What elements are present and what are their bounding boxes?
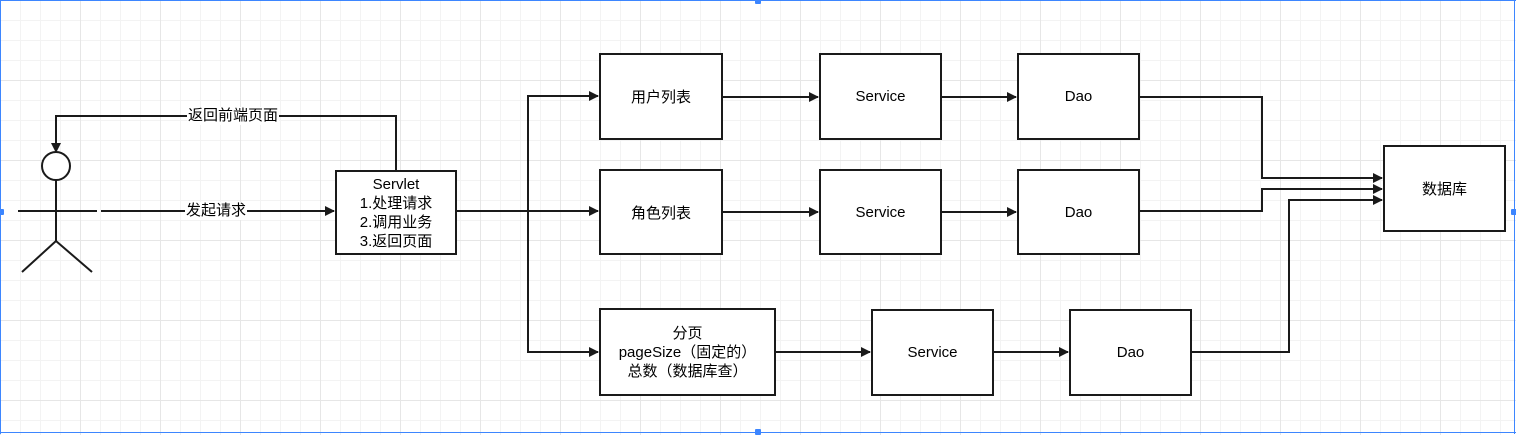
actor-figure[interactable] (18, 151, 97, 273)
selection-handle-bottom[interactable] (755, 429, 761, 435)
service-node-2[interactable]: Service (819, 169, 942, 255)
service-node-3[interactable]: Service (871, 309, 994, 396)
label-return-page: 返回前端页面 (187, 107, 280, 125)
role-list-node[interactable]: 角色列表 (599, 169, 723, 255)
actor-head (41, 151, 71, 181)
selection-frame-right (1514, 0, 1515, 434)
selection-handle-left[interactable] (0, 209, 4, 215)
edge-dao-3-to-database[interactable] (1191, 195, 1383, 353)
selection-handle-top[interactable] (755, 0, 761, 4)
servlet-step-1: 1.处理请求 (359, 194, 433, 212)
edge-servlet-to-paging[interactable] (456, 210, 599, 357)
user-list-node[interactable]: 用户列表 (599, 53, 723, 140)
dao-node-3[interactable]: Dao (1069, 309, 1192, 396)
dao-node-2[interactable]: Dao (1017, 169, 1140, 255)
selection-frame-left (0, 0, 1, 434)
servlet-title: Servlet (372, 175, 420, 193)
edge-dao-1-to-database[interactable] (1139, 96, 1383, 183)
selection-handle-right[interactable] (1511, 209, 1516, 215)
database-node[interactable]: 数据库 (1383, 145, 1506, 232)
actor-left-leg (21, 240, 57, 273)
dao-node-1[interactable]: Dao (1017, 53, 1140, 140)
servlet-step-2: 2.调用业务 (359, 213, 433, 231)
actor-right-leg (55, 240, 93, 273)
service-node-1[interactable]: Service (819, 53, 942, 140)
paging-title: 分页 (672, 324, 703, 342)
paging-total: 总数（数据库查） (627, 362, 748, 380)
label-send-request: 发起请求 (185, 202, 248, 220)
servlet-step-3: 3.返回页面 (359, 232, 433, 250)
servlet-node[interactable]: Servlet 1.处理请求 2.调用业务 3.返回页面 (335, 170, 457, 255)
edge-dao-2-to-database[interactable] (1139, 184, 1383, 212)
paging-node[interactable]: 分页 pageSize（固定的） 总数（数据库查） (599, 308, 776, 396)
edge-servlet-to-user-list[interactable] (456, 91, 599, 212)
paging-page-size: pageSize（固定的） (618, 343, 757, 361)
